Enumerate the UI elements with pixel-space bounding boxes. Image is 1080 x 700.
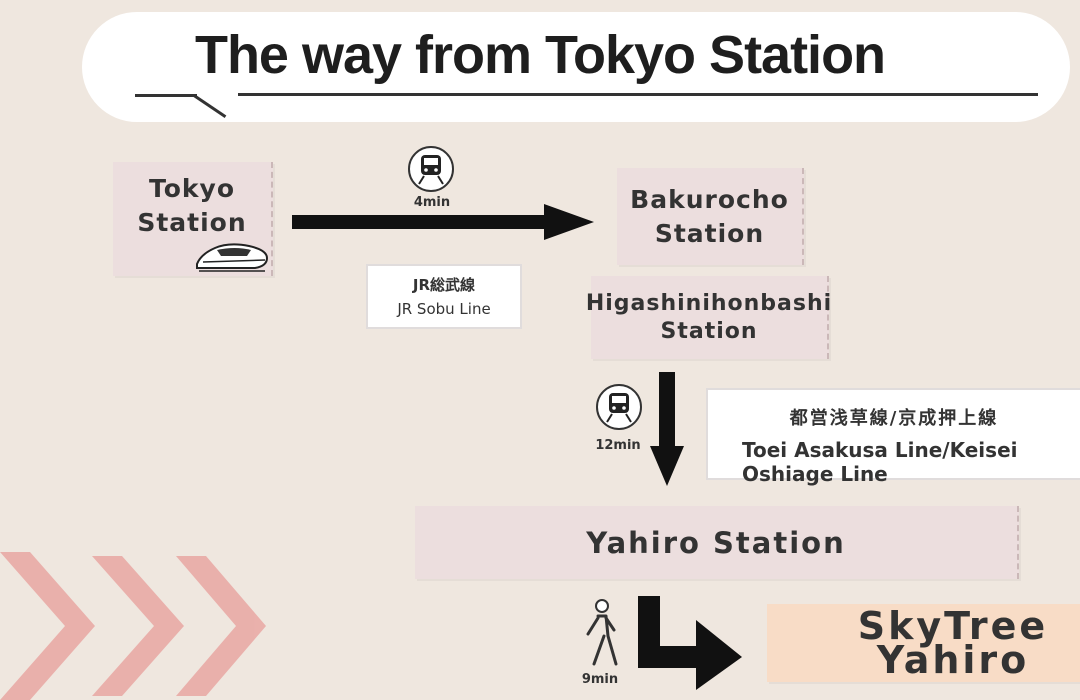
destination-skytree-yahiro: SkyTree Yahiro bbox=[767, 604, 1080, 682]
station-bakurocho-suffix: Station bbox=[654, 218, 765, 248]
leg3-time: 9min bbox=[581, 672, 619, 687]
line-label-jp: JR総武線 bbox=[412, 276, 476, 294]
station-tokyo-name: Tokyo bbox=[148, 174, 235, 203]
line-label-en: JR Sobu Line bbox=[397, 300, 491, 318]
arrow-right-icon bbox=[292, 204, 594, 240]
line-label-toei-asakusa: 都営浅草線/京成押上線 Toei Asakusa Line/Keisei Osh… bbox=[706, 388, 1080, 486]
station-higashinihonbashi-suffix: Station bbox=[660, 318, 758, 344]
title-banner bbox=[82, 12, 1070, 122]
line-label-en: Toei Asakusa Line/Keisei Oshiage Line bbox=[742, 438, 1018, 486]
station-higashinihonbashi-name: Higashinihonbashi bbox=[585, 290, 833, 316]
leg2-time: 12min bbox=[595, 438, 641, 453]
station-bakurocho-name: Bakurocho bbox=[630, 184, 789, 214]
station-tokyo-suffix: Station bbox=[137, 208, 247, 237]
line-label-jp: 都営浅草線/京成押上線 bbox=[789, 408, 999, 429]
arrow-turn-right-icon bbox=[638, 596, 742, 690]
leg1-time: 4min bbox=[413, 195, 451, 210]
page-title: The way from Tokyo Station bbox=[194, 25, 886, 85]
title-underline-left bbox=[135, 94, 197, 97]
arrow-down-icon bbox=[650, 372, 684, 486]
walking-person-icon bbox=[586, 599, 618, 666]
title-underline-right bbox=[238, 93, 1038, 96]
station-yahiro: Yahiro Station bbox=[415, 506, 1019, 579]
chevron-decor-icon bbox=[0, 552, 266, 700]
train-icon bbox=[408, 146, 454, 192]
bullet-train-icon bbox=[196, 243, 269, 272]
train-icon bbox=[596, 384, 642, 430]
station-higashinihonbashi: Higashinihonbashi Station bbox=[586, 276, 831, 359]
station-bakurocho: Bakurocho Station bbox=[617, 168, 804, 265]
line-label-jr-sobu: JR総武線 JR Sobu Line bbox=[366, 264, 522, 329]
